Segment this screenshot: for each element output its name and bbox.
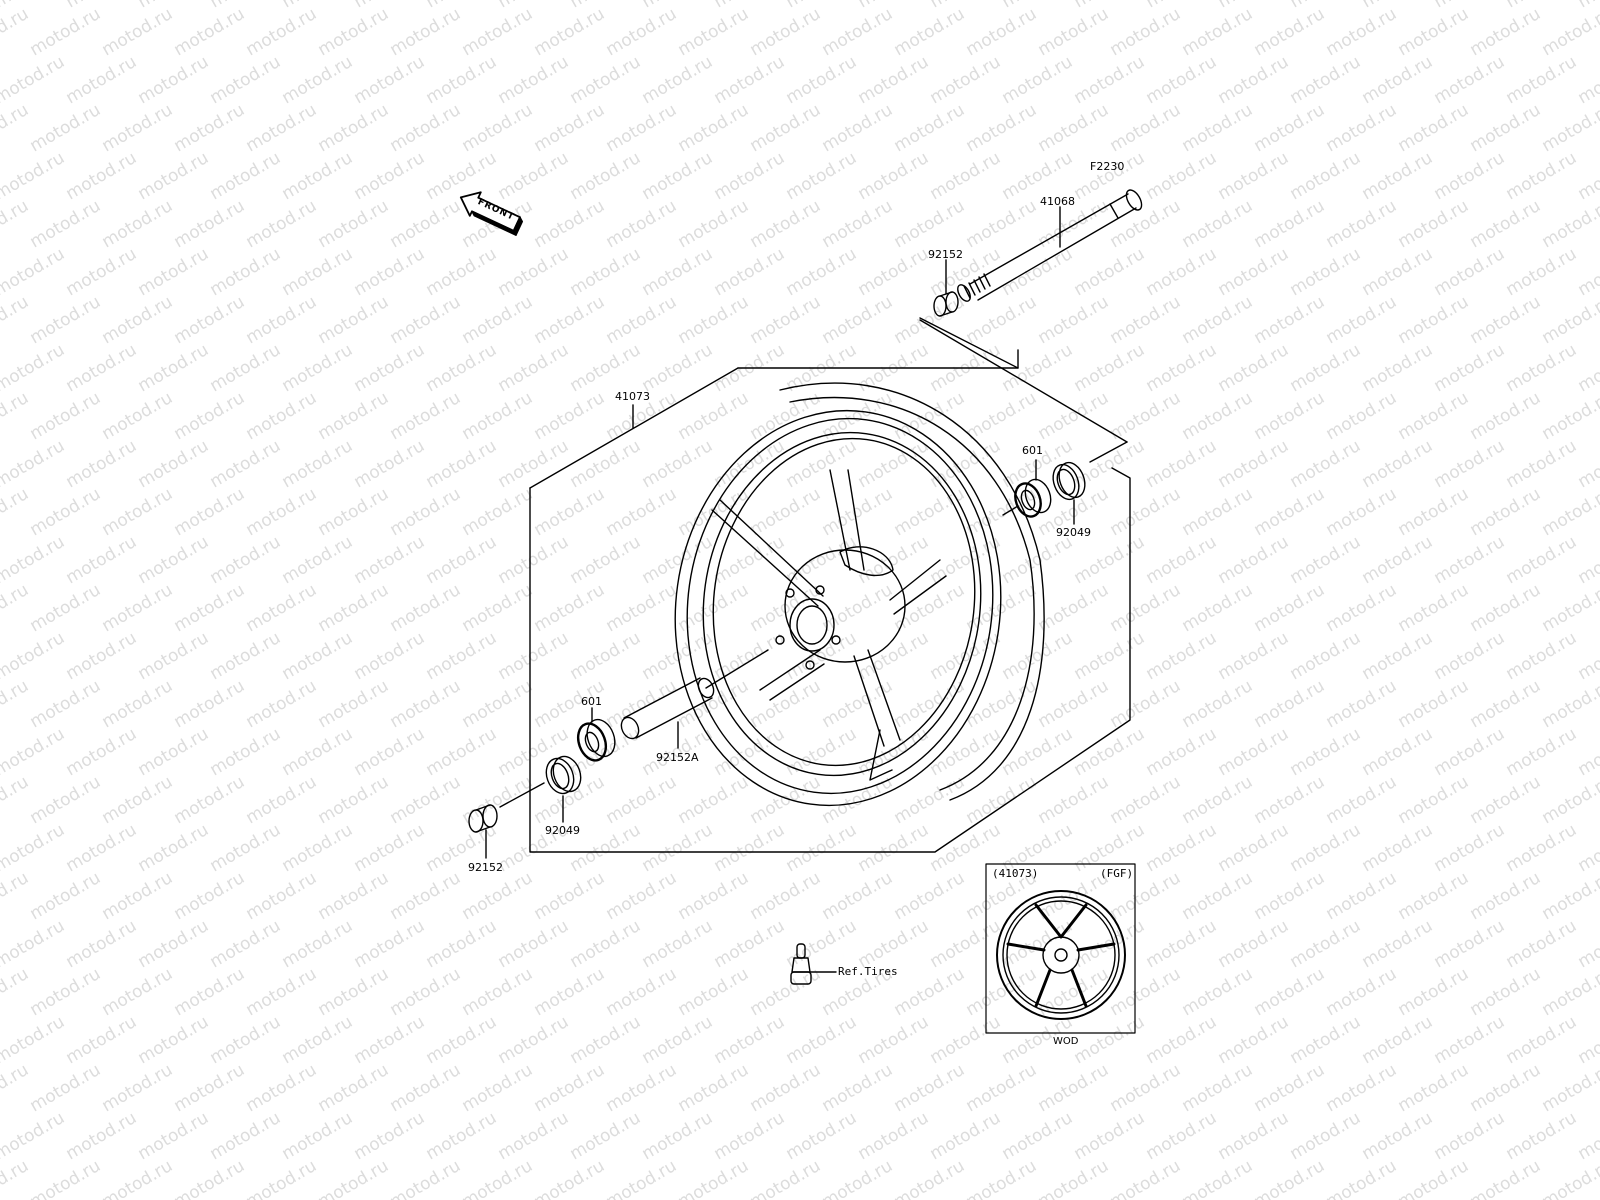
part-label-92152-left: 92152 [468, 861, 503, 874]
part-label-92049-left: 92049 [545, 824, 580, 837]
part-label-92152-right: 92152 [928, 248, 963, 261]
axle-41068 [957, 189, 1143, 302]
bearing-601-left [576, 718, 616, 762]
part-label-601-right: 601 [1022, 444, 1043, 457]
inset-wheel-icon [996, 890, 1126, 1020]
bearing-601-right [1014, 478, 1052, 518]
part-label-41073: 41073 [615, 390, 650, 403]
inset-color-code: WOD [1053, 1036, 1079, 1047]
wheel-41073 [674, 382, 1045, 807]
part-label-92152a: 92152A [656, 751, 699, 764]
spacer-92152A [620, 649, 769, 740]
inset-part-number: (41073) [992, 867, 1039, 880]
seal-92049-right [1052, 461, 1086, 501]
wheel-variant-inset [985, 863, 1136, 1034]
seal-92049-left [545, 755, 582, 795]
inset-code: (FGF) [1100, 867, 1134, 880]
front-arrow-icon [459, 191, 524, 236]
part-label-f2230: F2230 [1090, 160, 1125, 173]
valve-ref-label: Ref.Tires [838, 965, 898, 978]
part-label-601-left: 601 [581, 695, 602, 708]
collar-92152-left [468, 804, 498, 833]
collar-92152-right [933, 291, 959, 317]
valve-stem-icon [790, 943, 837, 985]
part-label-41068: 41068 [1040, 195, 1075, 208]
part-label-92049-right: 92049 [1056, 526, 1091, 539]
